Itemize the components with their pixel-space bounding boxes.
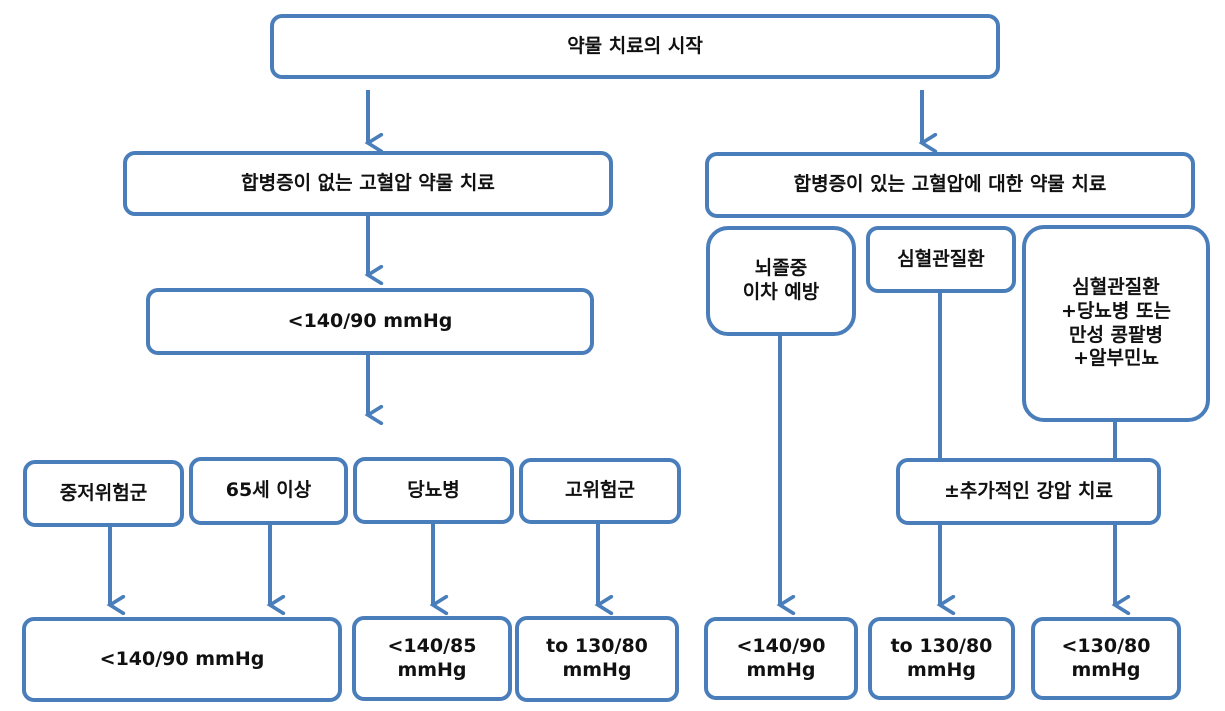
- cvd-target-box: to 130/80 mmHg: [868, 617, 1015, 700]
- diabetes-target-box: <140/85 mmHg: [352, 616, 512, 701]
- elderly-box: 65세 이상: [189, 457, 348, 525]
- cardiovascular-diabetes-ckd-box: 심혈관질환 +당뇨병 또는 만성 콩팥병 +알부민뇨: [1022, 225, 1210, 422]
- stroke-target-box: <140/90 mmHg: [704, 617, 858, 700]
- no-complication-box: 합병증이 없는 고혈압 약물 치료: [123, 151, 613, 216]
- high-risk-target-box: to 130/80 mmHg: [515, 616, 679, 702]
- high-risk-box: 고위험군: [519, 458, 681, 524]
- stroke-prevention-box: 뇌졸중 이차 예방: [706, 226, 856, 336]
- cardiovascular-disease-box: 심혈관질환: [866, 226, 1016, 293]
- start-treatment-box: 약물 치료의 시작: [270, 14, 1000, 79]
- moderate-elderly-target-box: <140/90 mmHg: [22, 617, 342, 702]
- target-bp-box: <140/90 mmHg: [146, 288, 594, 355]
- diabetes-box: 당뇨병: [353, 457, 514, 524]
- moderate-risk-box: 중저위험군: [23, 460, 184, 527]
- complication-box: 합병증이 있는 고혈압에 대한 약물 치료: [705, 152, 1195, 218]
- cvd-combo-target-box: <130/80 mmHg: [1031, 617, 1181, 700]
- additional-treatment-box: ±추가적인 강압 치료: [896, 458, 1161, 525]
